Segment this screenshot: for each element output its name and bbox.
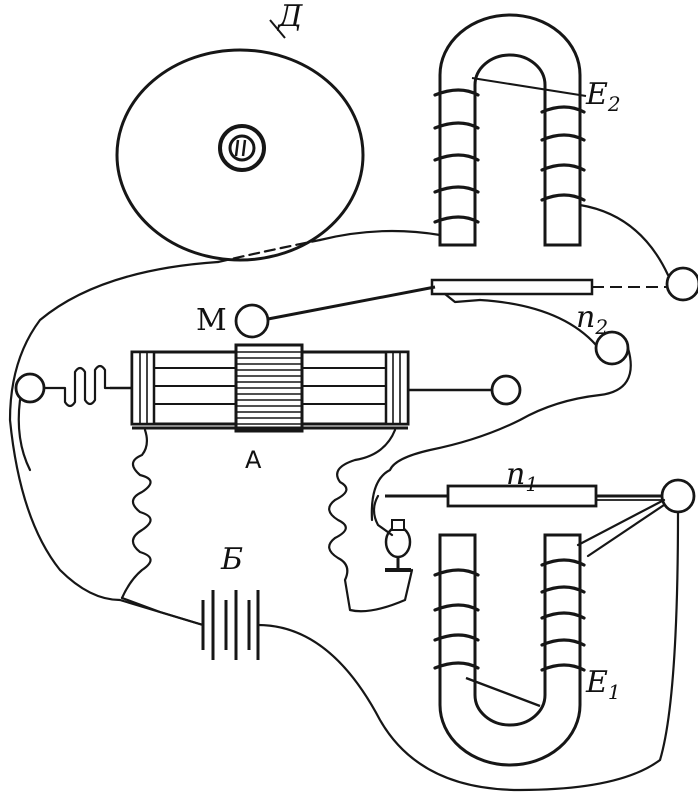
contact-m-label: M <box>196 303 227 338</box>
coil-e1-left <box>433 568 480 670</box>
terminals <box>594 266 698 514</box>
tube-n1-label: n1 <box>506 457 539 496</box>
magnet-e1-label: E1 <box>586 665 621 704</box>
wires <box>8 203 680 792</box>
magnet-e2-label: E2 <box>586 77 621 116</box>
coil-e1-right <box>540 558 586 672</box>
disk <box>115 19 365 262</box>
tube-n1 <box>385 484 662 508</box>
disk-label: Д <box>278 0 303 34</box>
armature-a-label: A <box>245 446 262 474</box>
tube-n2 <box>430 278 670 304</box>
coil-e2-left <box>433 88 480 224</box>
battery-label: Б <box>221 542 244 577</box>
armature-a <box>14 343 522 433</box>
contact-m <box>234 285 436 339</box>
right-spring <box>328 428 414 613</box>
electromagnet-e2 <box>433 13 587 247</box>
lamp <box>384 519 412 572</box>
coil-e2-right <box>540 105 586 202</box>
electromagnet-e1 <box>433 533 586 767</box>
tube-n2-label: n2 <box>576 300 609 339</box>
left-spring <box>120 428 152 600</box>
battery <box>201 590 260 660</box>
